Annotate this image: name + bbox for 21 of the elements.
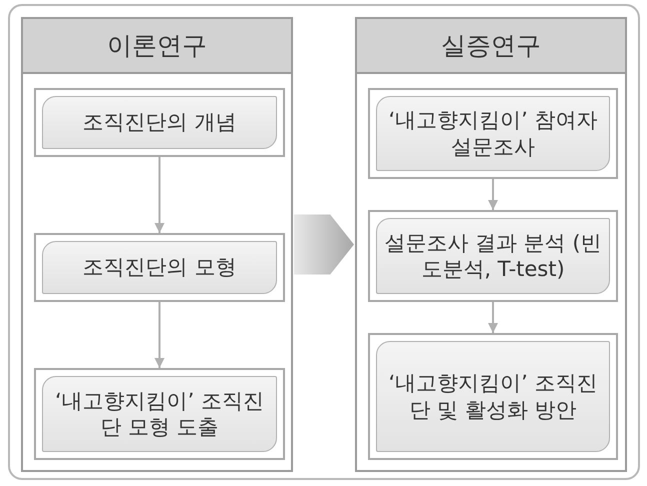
process-box: 설문조사 결과 분석 (빈도분석, T-test) xyxy=(376,218,610,294)
step-frame xyxy=(34,88,285,157)
process-box: 조직진단의 개념 xyxy=(42,96,277,149)
arrow xyxy=(154,157,164,233)
arrow xyxy=(488,302,498,333)
process-box: 조직진단의 모형 xyxy=(42,241,277,294)
column-header: 실증연구 xyxy=(357,19,625,74)
column-panel xyxy=(355,17,627,472)
step-frame xyxy=(34,233,285,302)
step-frame xyxy=(34,368,285,460)
arrow xyxy=(488,179,498,210)
process-box: ‘내고향지킴이’ 조직진단 및 활성화 방안 xyxy=(376,341,610,452)
step-frame xyxy=(368,210,618,302)
process-box: ‘내고향지킴이’ 참여자 설문조사 xyxy=(376,96,610,171)
step-frame xyxy=(368,333,618,460)
column-header: 이론연구 xyxy=(23,19,291,74)
process-box: ‘내고향지킴이’ 조직진단 모형 도출 xyxy=(42,376,277,452)
step-frame xyxy=(368,88,618,179)
chevron-arrow xyxy=(294,214,354,274)
arrow xyxy=(154,302,164,368)
column-panel xyxy=(21,17,293,472)
